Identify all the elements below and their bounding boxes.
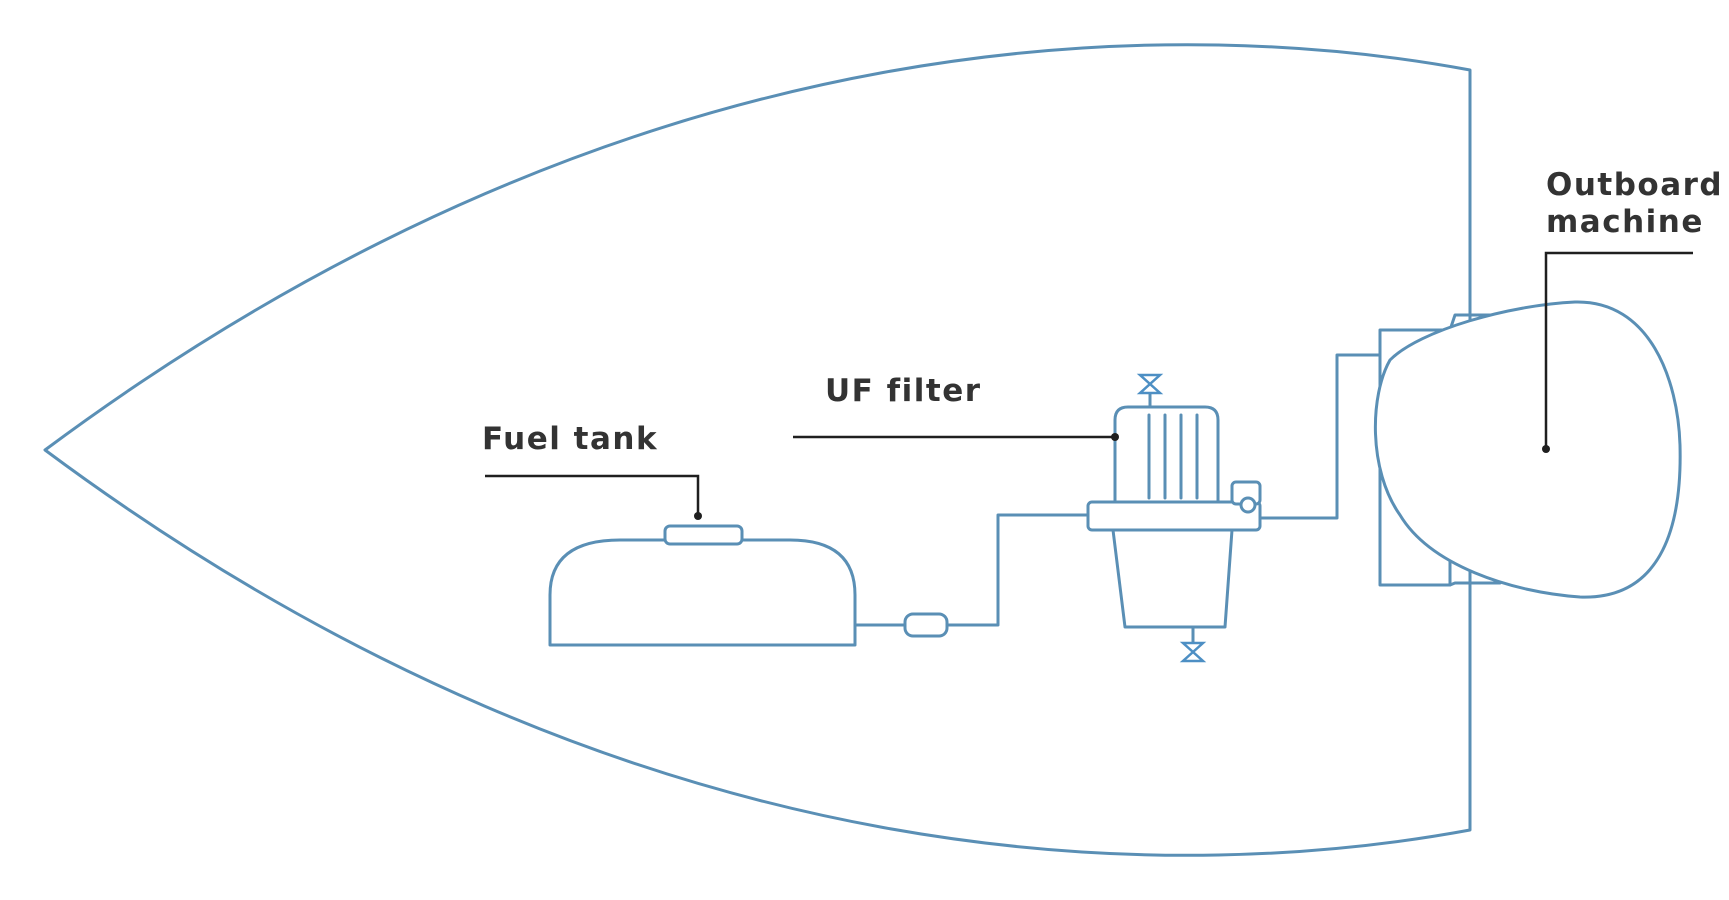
uf-filter-port-ring [1239, 496, 1257, 514]
outboard-label-line2: machine [1546, 204, 1704, 240]
outboard-mount-bracket-lower [1448, 581, 1502, 587]
boat-hull [43, 43, 1472, 857]
fuel-tank-cap [663, 524, 744, 546]
uf-filter-label: UF filter [825, 373, 982, 409]
inline-fuel-filter [903, 612, 949, 638]
fuel-tank [548, 524, 857, 647]
uf-filter-bowl [1111, 528, 1234, 629]
fuel-line-to-uf-filter [945, 513, 1090, 627]
fuel-tank-body [548, 538, 857, 647]
top-valve [1136, 373, 1164, 395]
uf-filter-housing [1086, 500, 1262, 532]
fuel-tank-label: Fuel tank [482, 421, 658, 457]
outboard-leader [1542, 251, 1693, 453]
outboard-label-line1: Outboard [1546, 167, 1723, 203]
outboard-cowling [1373, 300, 1682, 599]
outboard-machine [1373, 300, 1682, 599]
bottom-valve [1179, 641, 1207, 663]
fuel-line-to-outboard [1258, 353, 1387, 520]
uf-filter [1086, 390, 1262, 645]
uf-filter-leader [793, 433, 1119, 441]
fuel-tank-leader [485, 474, 702, 520]
